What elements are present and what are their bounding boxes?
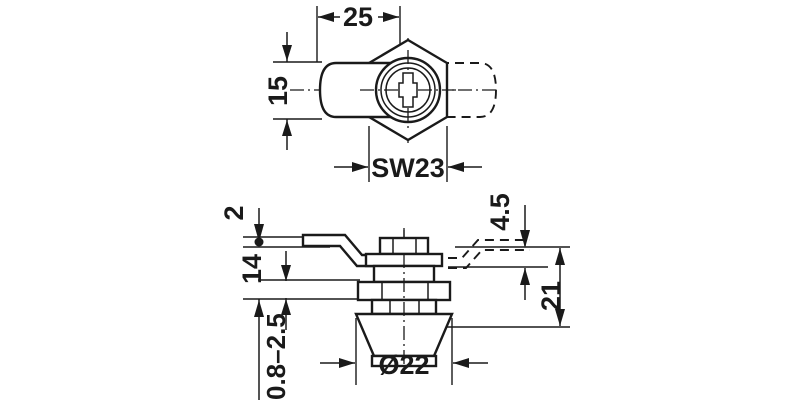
arrow-d22-left (339, 358, 355, 368)
dim-dot-2 (254, 237, 264, 247)
arrow-panel-range (254, 300, 264, 317)
dim-label-d22: Ø22 (378, 350, 429, 380)
arrow-15-top (282, 45, 292, 61)
dim-label-15: 15 (263, 76, 293, 106)
arrow-25-left (318, 12, 334, 22)
dim-label-sw23: SW23 (371, 153, 445, 183)
arrow-15-bottom (282, 120, 292, 136)
dim-label-14: 14 (237, 254, 267, 284)
top-nut-fill (380, 238, 428, 254)
keyhole-slot (398, 72, 418, 108)
arrow-14-top (281, 265, 291, 281)
top-view-group: 25 15 (263, 2, 500, 183)
arrow-d22-right (453, 358, 469, 368)
arrow-21-bottom (555, 309, 565, 326)
dim-label-21: 21 (536, 281, 566, 311)
dim-label-4-5: 4.5 (485, 193, 515, 231)
arrow-4-5 (520, 230, 530, 248)
cam-arm-outline (318, 61, 392, 119)
dim-label-25: 25 (343, 2, 373, 32)
side-view-group: 2 14 0.8–2.5 4.5 21 (219, 193, 570, 400)
arrow-sw23-right (448, 162, 464, 172)
cam-lever-alt-lower-dashed (448, 249, 530, 269)
cam-arm-fill (320, 63, 392, 117)
arrow-25-right (383, 12, 399, 22)
dim-label-panel-range: 0.8–2.5 (261, 313, 291, 400)
arrow-14-bottom (281, 299, 291, 315)
cam-arm-alternate-position-dashed (440, 62, 497, 118)
arrow-21-top (555, 248, 565, 265)
arrow-sw23-left (352, 162, 368, 172)
cam-lever-alt-upper-dashed (448, 239, 530, 259)
dim-label-2: 2 (219, 205, 249, 220)
arrow-21-inner (520, 268, 530, 285)
arrow-2 (254, 224, 264, 242)
